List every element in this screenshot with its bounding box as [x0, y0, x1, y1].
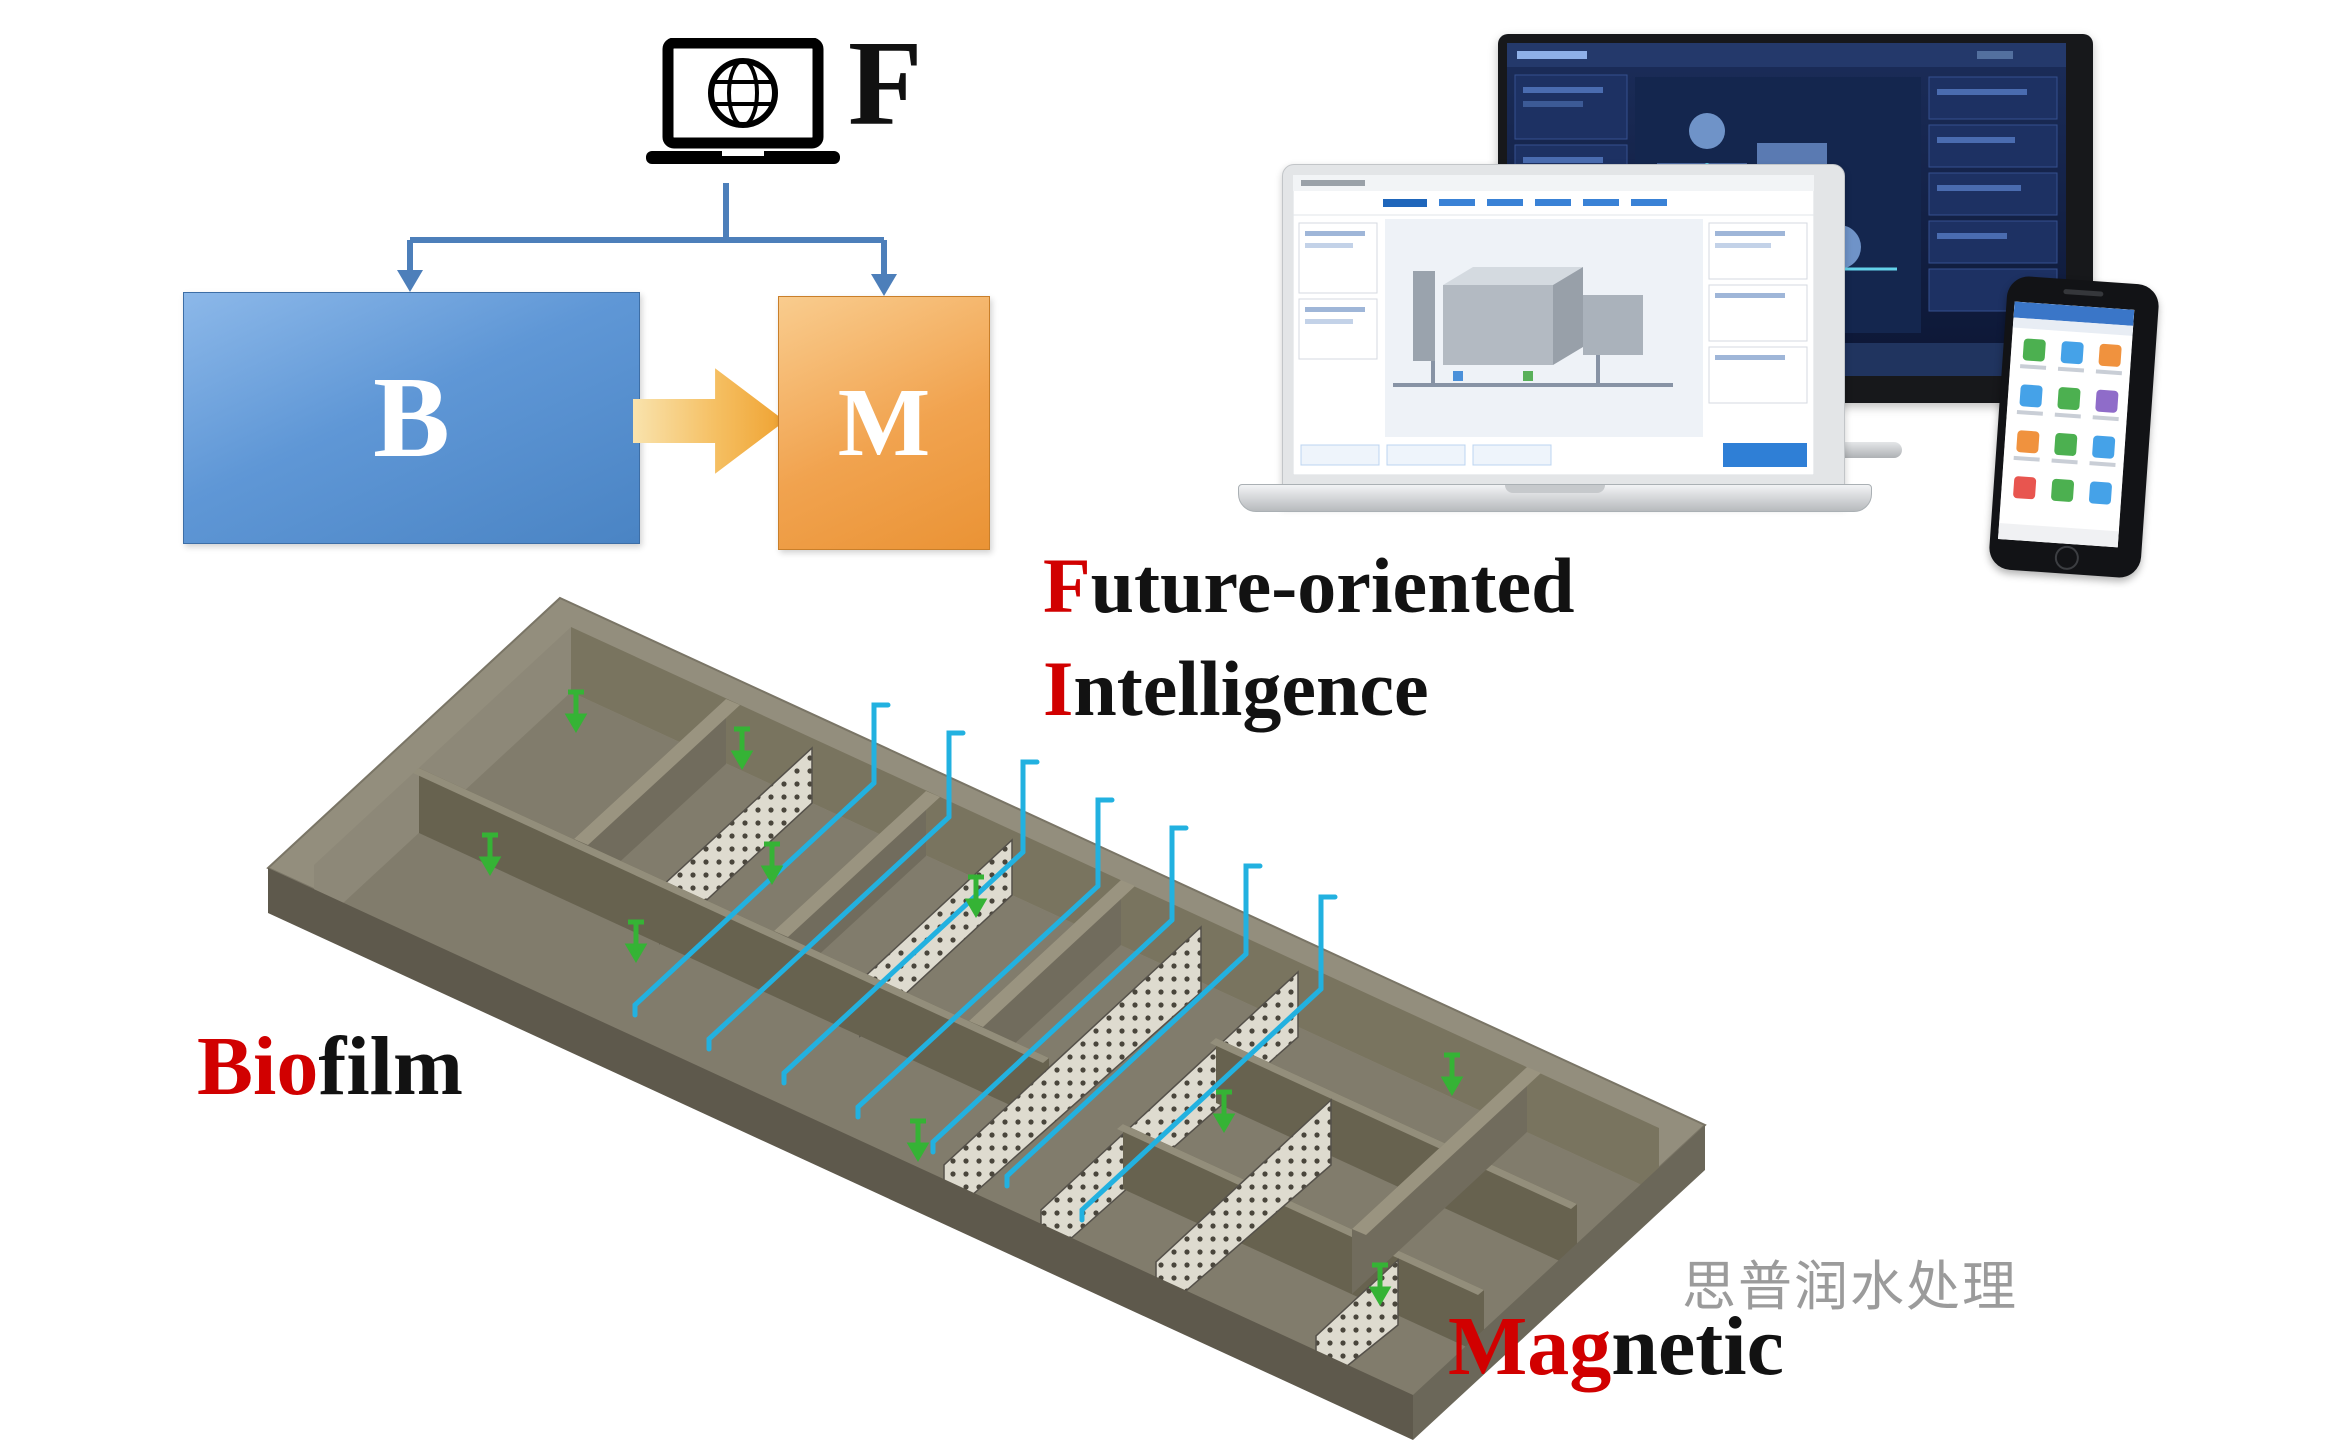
laptop-keyboard-base: [1238, 484, 1872, 512]
box-b: B: [183, 292, 640, 544]
basin-inner-wall-left: [314, 627, 571, 930]
basin-outer-walls: [268, 868, 1705, 1440]
laptop-device: [1282, 164, 1845, 506]
aeration-pipes: [632, 702, 1338, 1223]
valve-marker: [730, 726, 754, 770]
box-m: M: [778, 296, 990, 550]
caption-intelligence-rest: ntelligence: [1073, 644, 1429, 732]
letter-f-label: F: [848, 16, 923, 151]
watermark-text: 思普润水处理: [1682, 1255, 2018, 1318]
caption-biofilm-highlight: Bio: [197, 1020, 319, 1113]
flow-connector-lines: [397, 183, 897, 296]
caption-biofilm: Biofilm: [197, 1012, 463, 1123]
valve-marker: [624, 919, 648, 963]
valve-marker: [1212, 1089, 1236, 1133]
caption-biofilm-rest: film: [318, 1020, 463, 1113]
valve-marker: [760, 841, 784, 885]
caption-magnetic-rest: netic: [1611, 1300, 1784, 1393]
valve-marker: [906, 1118, 930, 1162]
laptop-globe-icon: [638, 37, 848, 178]
caption-magnetic: Magnetic: [1448, 1292, 1784, 1403]
valve-marker: [478, 832, 502, 876]
valve-marker: [1440, 1052, 1464, 1096]
laptop-base-notch: [1505, 485, 1605, 493]
devices-cluster: [1238, 22, 2180, 579]
valve-markers: [478, 689, 1464, 1306]
smartphone-device: [1987, 275, 2161, 579]
laptop-dashboard-screen: [1292, 174, 1815, 476]
box-b-label: B: [373, 354, 450, 481]
caption-future-highlight: F: [1043, 542, 1091, 629]
caption-intelligence-highlight: I: [1043, 644, 1074, 732]
valve-marker: [1368, 1262, 1392, 1306]
caption-future: Future-oriented: [1043, 535, 1574, 638]
caption-magnetic-highlight: Mag: [1448, 1300, 1612, 1393]
caption-intelligence: Intelligence: [1043, 638, 1574, 741]
caption-future-intelligence: Future-oriented Intelligence: [1043, 535, 1574, 741]
valve-marker: [964, 874, 988, 918]
valve-marker: [564, 689, 588, 733]
box-m-label: M: [837, 369, 931, 477]
caption-future-rest: uture-oriented: [1090, 542, 1575, 629]
phone-app-screen: [1998, 301, 2135, 548]
